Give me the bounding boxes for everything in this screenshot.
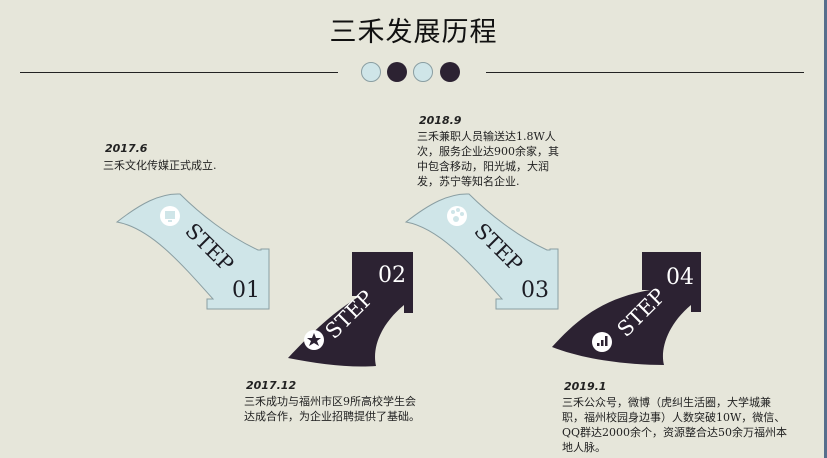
step-04-number: 04: [666, 265, 694, 290]
step-03-number: 03: [521, 278, 549, 303]
flower-icon: [304, 330, 324, 350]
step-03-date: 2018.9: [419, 114, 462, 127]
divider-left: [20, 72, 338, 73]
step-04-description: 三禾公众号，微博（虎纠生活圈，大学城兼 职，福州校园身边事）人数突破10W，微信…: [562, 395, 787, 455]
desc-line: 三禾成功与福州市区9所高校学生会: [244, 395, 416, 408]
decor-dot-4: [440, 62, 460, 82]
monitor-icon: [160, 206, 180, 226]
desc-line: 三禾文化传媒正式成立.: [103, 159, 217, 172]
step-04-date: 2019.1: [564, 380, 607, 393]
desc-line: 三禾兼职人员输送达1.8W人: [417, 130, 556, 143]
step-01-number: 01: [232, 278, 260, 303]
step-02-description: 三禾成功与福州市区9所高校学生会 达成合作，为企业招聘提供了基础。: [244, 394, 420, 424]
paw-icon: [447, 206, 467, 226]
desc-line: 达成合作，为企业招聘提供了基础。: [244, 410, 420, 423]
step-03-description: 三禾兼职人员输送达1.8W人 次，服务企业达900余家，其 中包含移动，阳光城，…: [417, 129, 559, 189]
step-02-number: 02: [378, 263, 406, 288]
step-01-date: 2017.6: [105, 142, 148, 155]
step-01-shape: STEP 01: [115, 193, 270, 310]
step-03-shape: STEP 03: [404, 193, 559, 310]
step-01-description: 三禾文化传媒正式成立.: [103, 158, 217, 173]
desc-line: 地人脉。: [562, 441, 606, 454]
window-edge: [824, 0, 827, 458]
desc-line: 中包含移动，阳光城，大润: [417, 160, 549, 173]
desc-line: 职，福州校园身边事）人数突破10W，微信、: [562, 411, 786, 424]
decor-dot-2: [387, 62, 407, 82]
desc-line: QQ群达2000余个，资源整合达50余万福州本: [562, 426, 788, 439]
step-04-shape: STEP 04: [552, 252, 701, 365]
decor-dot-3: [413, 62, 433, 82]
desc-line: 次，服务企业达900余家，其: [417, 145, 559, 158]
step-02-date: 2017.12: [246, 379, 297, 392]
bar-chart-icon: [592, 332, 612, 352]
decor-dot-1: [361, 62, 381, 82]
desc-line: 发，苏宁等知名企业.: [417, 175, 520, 188]
page-title: 三禾发展历程: [329, 17, 498, 48]
step-02-shape: STEP 02: [288, 252, 413, 367]
divider-right: [486, 72, 804, 73]
desc-line: 三禾公众号，微博（虎纠生活圈，大学城兼: [562, 396, 771, 409]
